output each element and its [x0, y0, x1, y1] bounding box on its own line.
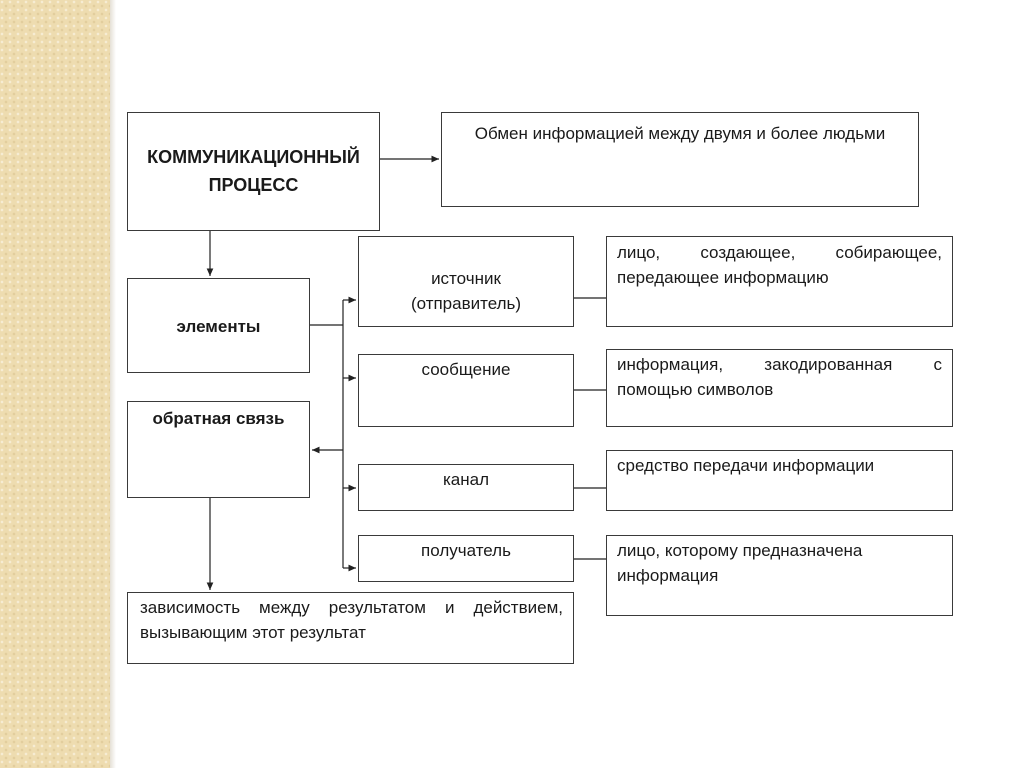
message-name: сообщение	[421, 360, 511, 379]
receiver-description: лицо, которому предназначена информация	[617, 541, 863, 585]
message-description: информация, закодированная с помощью сим…	[617, 355, 942, 399]
source-description: лицо, создающее, собирающее, передающее …	[617, 243, 942, 287]
elements-box: элементы	[127, 278, 310, 373]
source-name-sub: (отправитель)	[410, 294, 522, 313]
channel-description: средство передачи информации	[617, 456, 875, 475]
elements-label: элементы	[176, 317, 261, 336]
definition-box: Обмен информацией между двумя и более лю…	[441, 112, 919, 207]
side-strip-shadow	[110, 0, 116, 768]
communication-process-box: КОММУНИКАЦИОННЫЙ ПРОЦЕСС	[127, 112, 380, 231]
receiver-description-box: лицо, которому предназначена информация	[606, 535, 953, 616]
feedback-description: зависимость между результатом и действие…	[140, 598, 563, 642]
channel-name: канал	[442, 470, 490, 489]
feedback-description-box: зависимость между результатом и действие…	[127, 592, 574, 664]
feedback-box: обратная связь	[127, 401, 310, 498]
source-box: источник (отправитель)	[358, 236, 574, 327]
feedback-label: обратная связь	[152, 409, 285, 428]
source-description-box: лицо, создающее, собирающее, передающее …	[606, 236, 953, 327]
message-description-box: информация, закодированная с помощью сим…	[606, 349, 953, 427]
source-name: источник	[431, 269, 501, 288]
receiver-name: получатель	[421, 541, 511, 560]
channel-description-box: средство передачи информации	[606, 450, 953, 511]
title-line-2: ПРОЦЕСС	[208, 175, 299, 195]
definition-text: Обмен информацией между двумя и более лю…	[474, 124, 886, 143]
title-line-1: КОММУНИКАЦИОННЫЙ	[147, 147, 360, 167]
receiver-box: получатель	[358, 535, 574, 582]
decorative-side-strip	[0, 0, 110, 768]
channel-box: канал	[358, 464, 574, 511]
message-box: сообщение	[358, 354, 574, 427]
